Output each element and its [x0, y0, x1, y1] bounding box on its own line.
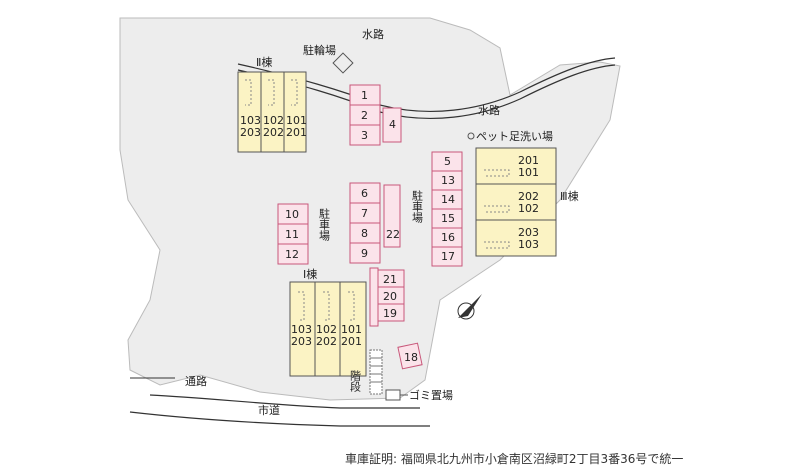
parking-18: 18 — [404, 351, 418, 364]
pet-footwash-label: ペット足洗い場 — [476, 130, 553, 143]
parking-5: 5 — [444, 155, 451, 168]
parking-15: 15 — [441, 212, 455, 225]
building-2-name: Ⅱ棟 — [256, 55, 272, 69]
b1-room-2-bottom: 202 — [316, 335, 337, 348]
b3-room-1-top: 201 — [518, 154, 539, 167]
parking-4: 4 — [389, 118, 396, 131]
north-arrow-icon — [457, 294, 482, 320]
b2-room-2-bottom: 202 — [263, 126, 284, 139]
parking-9: 9 — [361, 247, 368, 260]
b2-room-3-bottom: 201 — [286, 126, 307, 139]
footwash-marker — [467, 132, 475, 140]
parking-10: 10 — [285, 208, 299, 221]
parking-21: 21 — [383, 273, 397, 286]
parking-group-b: 6 7 8 9 22 — [349, 182, 401, 264]
parking-group-a: 1 2 3 4 — [349, 84, 402, 146]
parking-18-box — [397, 342, 423, 370]
b2-room-3-top: 101 — [286, 114, 307, 127]
building-1-name: Ⅰ棟 — [303, 267, 317, 281]
parking-19: 19 — [383, 307, 397, 320]
parking-13: 13 — [441, 174, 455, 187]
parking-12: 12 — [285, 248, 299, 261]
parking-1: 1 — [361, 89, 368, 102]
waterway — [237, 57, 616, 119]
waterway-right-label: 水路 — [478, 104, 500, 117]
building-2: Ⅱ棟 103 203 102 202 101 201 — [237, 55, 307, 153]
b1-room-2-top: 102 — [316, 323, 337, 336]
city-road-label: 市道 — [258, 403, 280, 417]
waterway-top-label: 水路 — [362, 28, 384, 41]
parking-16: 16 — [441, 231, 455, 244]
garbage-label: ゴミ置場 — [409, 388, 453, 402]
parking-14: 14 — [441, 193, 455, 206]
b3-room-3-top: 203 — [518, 226, 539, 239]
stairs-label: 階段 — [349, 369, 362, 393]
building-3: 201 101 202 102 203 103 Ⅲ棟 — [475, 147, 579, 257]
bicycle-parking-icon — [332, 52, 354, 74]
parking-22: 22 — [386, 228, 400, 241]
b3-room-1-bottom: 101 — [518, 166, 539, 179]
passage-label: 通路 — [185, 375, 207, 388]
b1-room-3-top: 101 — [341, 323, 362, 336]
parking-left-label: 駐車場 — [318, 207, 331, 242]
parking-11: 11 — [285, 228, 299, 241]
parking-group-d: 5 13 14 15 16 17 — [431, 151, 463, 267]
b2-room-1-bottom: 203 — [240, 126, 261, 139]
parking-center-label: 駐車場 — [411, 189, 424, 224]
b1-room-3-bottom: 201 — [341, 335, 362, 348]
parking-17: 17 — [441, 250, 455, 263]
b1-room-1-bottom: 203 — [291, 335, 312, 348]
b3-room-3-bottom: 103 — [518, 238, 539, 251]
parking-7: 7 — [361, 207, 368, 220]
parking-6: 6 — [361, 187, 368, 200]
parking-certificate-caption: 車庫証明: 福岡県北九州市小倉南区沼緑町2丁目3番36号で統一 — [345, 452, 684, 466]
stairs-icon — [369, 349, 383, 395]
b1-room-1-top: 103 — [291, 323, 312, 336]
road-lines — [129, 377, 430, 427]
b2-room-1-top: 103 — [240, 114, 261, 127]
parking-20: 20 — [383, 290, 397, 303]
building-3-name: Ⅲ棟 — [560, 189, 579, 203]
bicycle-parking-label: 駐輪場 — [303, 43, 336, 57]
b2-room-2-top: 102 — [263, 114, 284, 127]
building-1: Ⅰ棟 103 203 102 202 101 201 — [289, 267, 367, 377]
parking-8: 8 — [361, 227, 368, 240]
parking-3: 3 — [361, 129, 368, 142]
b3-room-2-top: 202 — [518, 190, 539, 203]
garbage-station-icon — [385, 389, 401, 401]
b3-room-2-bottom: 102 — [518, 202, 539, 215]
parking-2: 2 — [361, 109, 368, 122]
parking-group-e: 21 20 19 — [369, 267, 405, 327]
parking-group-c: 10 11 12 — [277, 203, 309, 265]
